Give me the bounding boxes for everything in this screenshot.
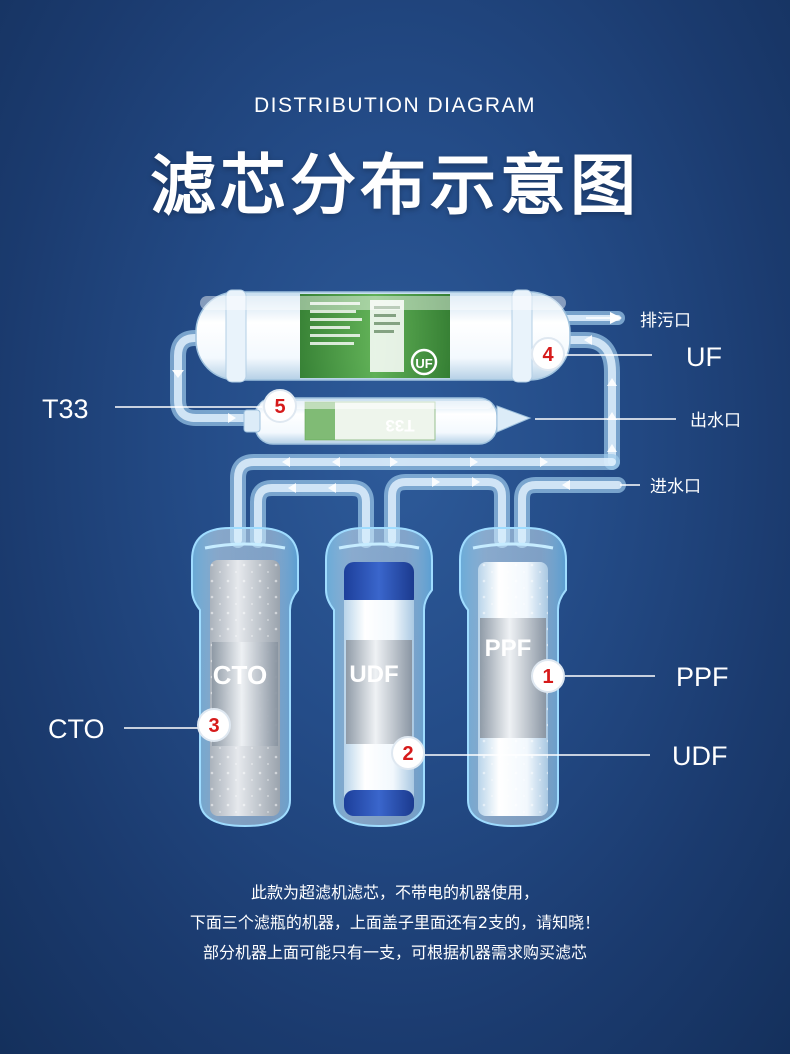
svg-text:1: 1 bbox=[542, 666, 553, 688]
note-line: 此款为超滤机滤芯，不带电的机器使用， bbox=[250, 883, 539, 902]
svg-text:4: 4 bbox=[542, 344, 554, 366]
ppf-cartridge-label: PPF bbox=[485, 635, 532, 662]
label-udf: UDF bbox=[672, 741, 728, 771]
uf-cartridge-label: UF bbox=[415, 356, 432, 371]
ppf-housing: PPF bbox=[459, 527, 567, 828]
note-line: 下面三个滤瓶的机器，上面盖子里面还有2支的，请知晓！ bbox=[189, 913, 601, 932]
label-outlet-port: 出水口 bbox=[690, 411, 741, 431]
badge-filter-5: 5 bbox=[263, 389, 297, 423]
diagram-subtitle: DISTRIBUTION DIAGRAM bbox=[253, 94, 536, 117]
note-line: 部分机器上面可能只有一支，可根据机器需求购买滤芯 bbox=[202, 943, 587, 962]
diagram-title: 滤芯分布示意图 bbox=[150, 147, 640, 224]
udf-housing: UDF bbox=[325, 527, 433, 828]
label-ppf: PPF bbox=[676, 662, 729, 692]
leader-lines bbox=[115, 354, 676, 756]
svg-text:3: 3 bbox=[208, 715, 219, 737]
label-t33: T33 bbox=[42, 394, 89, 424]
label-cto: CTO bbox=[48, 714, 105, 744]
label-drain-port: 排污口 bbox=[640, 311, 691, 331]
badge-filter-2: 2 bbox=[391, 736, 425, 770]
label-inlet-port: 进水口 bbox=[650, 477, 701, 497]
svg-text:2: 2 bbox=[402, 743, 413, 765]
badge-filter-3: 3 bbox=[197, 708, 231, 742]
badge-filter-1: 1 bbox=[531, 659, 565, 693]
uf-cartridge: UF bbox=[195, 289, 571, 383]
badge-filter-4: 4 bbox=[531, 337, 565, 371]
svg-text:5: 5 bbox=[274, 396, 285, 418]
t33-cartridge: T33 bbox=[243, 397, 532, 445]
udf-cartridge-label: UDF bbox=[349, 661, 398, 688]
label-uf: UF bbox=[686, 342, 722, 372]
flow-arrows bbox=[172, 335, 617, 493]
t33-cartridge-label: T33 bbox=[385, 416, 414, 435]
product-notes: 此款为超滤机滤芯，不带电的机器使用， 下面三个滤瓶的机器，上面盖子里面还有2支的… bbox=[0, 878, 790, 968]
cto-cartridge-label: CTO bbox=[213, 660, 267, 690]
cto-housing: CTO bbox=[191, 527, 299, 828]
